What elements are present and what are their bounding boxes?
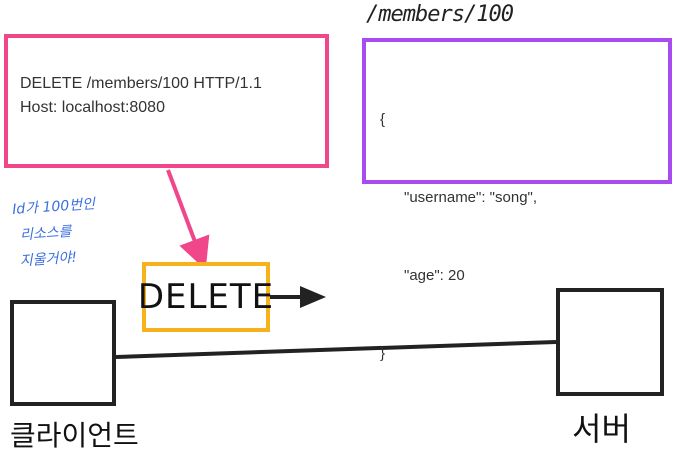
client-server-link: [115, 340, 557, 359]
request-line: DELETE /members/100 HTTP/1.1: [20, 75, 262, 92]
resource-path-title: /members/100: [366, 2, 514, 27]
request-to-method-arrow: [166, 169, 210, 270]
http-method-box: DELETE: [138, 262, 273, 332]
handwritten-note: Id가 100번인 리소스를 지울거야!: [11, 191, 99, 275]
json-open-brace: {: [380, 111, 386, 128]
client-box: [10, 300, 116, 406]
resource-json-text: { "username": "song", "age": 20 }: [380, 55, 537, 393]
method-forward-arrow-head: [300, 286, 326, 308]
http-request-text: DELETE /members/100 HTTP/1.1 Host: local…: [20, 72, 262, 120]
request-host: Host: localhost:8080: [20, 99, 165, 116]
json-close-brace: }: [380, 345, 386, 362]
http-method-label: DELETE: [137, 277, 275, 317]
client-label: 클라이언트: [10, 419, 139, 452]
http-request-box: [4, 34, 329, 168]
server-label: 서버: [572, 410, 631, 448]
resource-json-box: [362, 38, 672, 184]
json-username: "username": "song",: [404, 189, 538, 206]
server-box: [556, 288, 664, 396]
json-age: "age": 20: [404, 267, 465, 284]
